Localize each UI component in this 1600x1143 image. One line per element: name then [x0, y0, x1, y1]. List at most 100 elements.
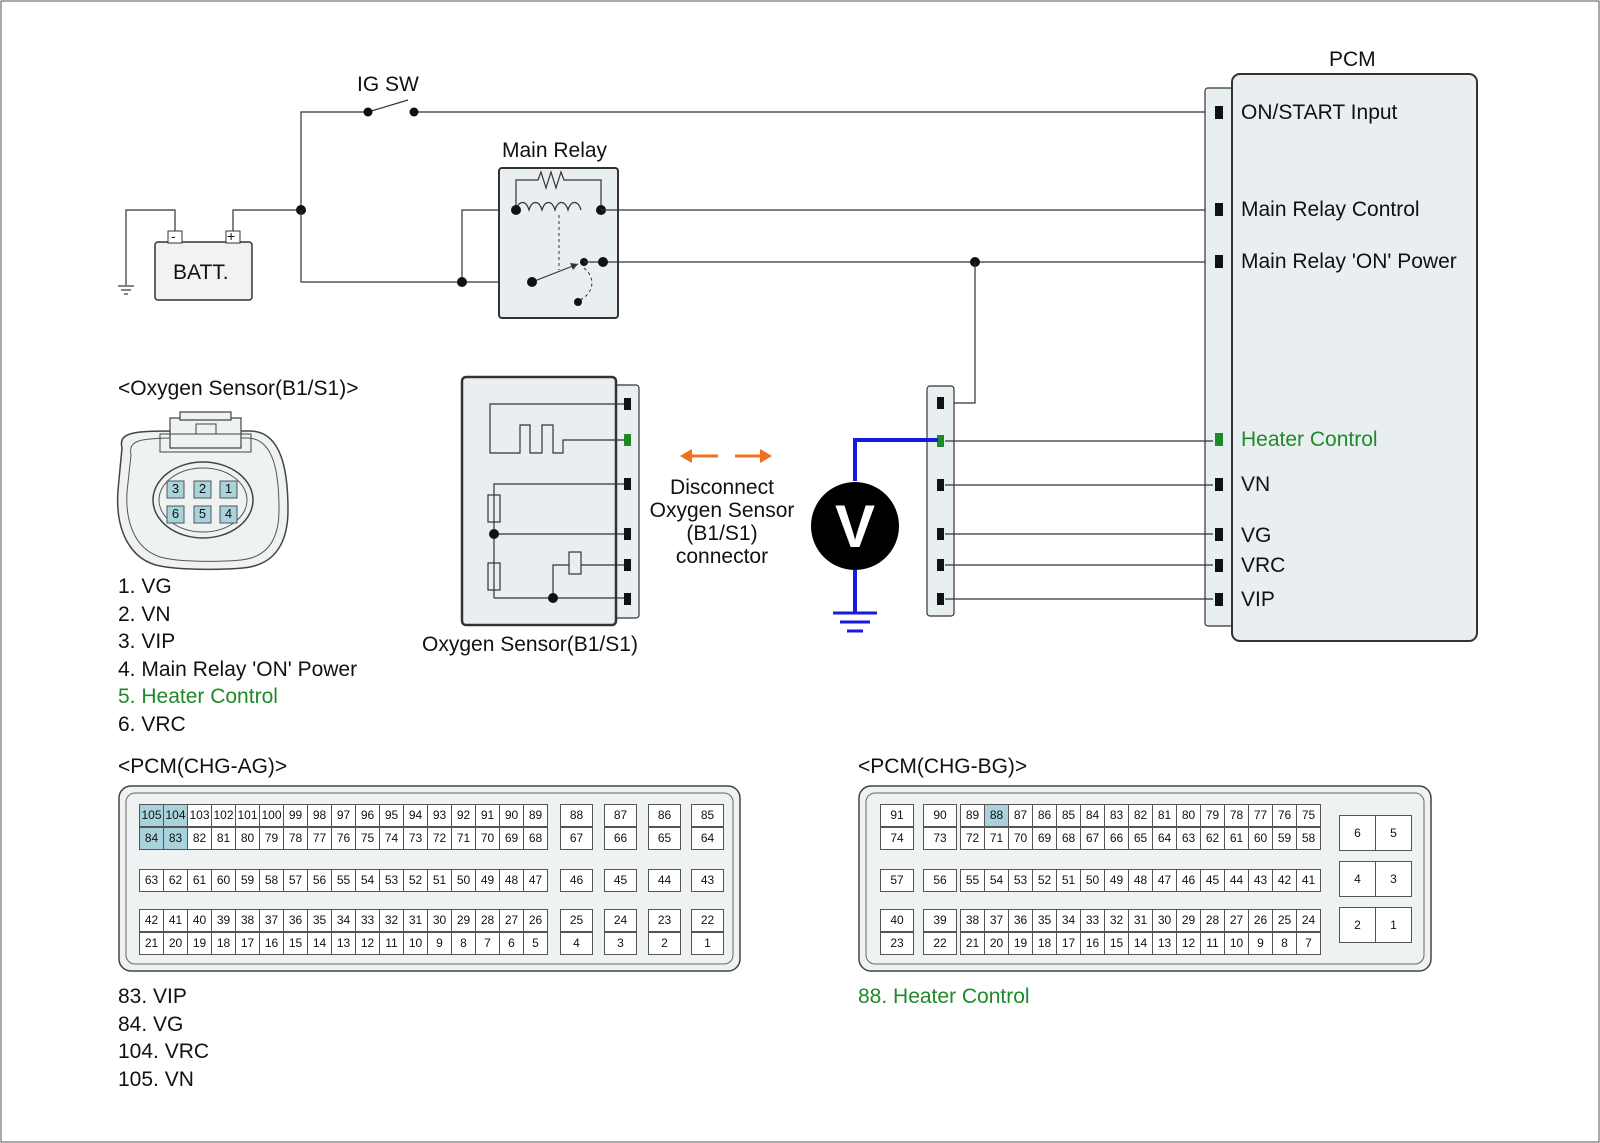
- pcm-ag-pin-29: 29: [451, 909, 476, 932]
- pcm-bg-pin-86: 86: [1032, 804, 1057, 827]
- pcm-ag-pin-list-item: 84. VG: [118, 1012, 184, 1036]
- pcm-pin-heater-control: Heater Control: [1241, 428, 1378, 451]
- pcm-ag-pin-23: 23: [648, 909, 681, 932]
- pcm-bg-pin-15: 15: [1104, 932, 1129, 955]
- pcm-bg-pin-89: 89: [960, 804, 985, 827]
- pcm-bg-pin-23: 23: [880, 932, 914, 955]
- pcm-bg-pin-79: 79: [1200, 804, 1225, 827]
- pcm-ag-pin-80: 80: [235, 827, 260, 850]
- pcm-bg-pin-53: 53: [1008, 869, 1033, 892]
- pcm-bg-pin-88: 88: [984, 804, 1009, 827]
- sensor-box-label: Oxygen Sensor(B1/S1): [422, 633, 638, 656]
- pcm-ag-pin-75: 75: [355, 827, 380, 850]
- pcm-ag-pin-8: 8: [451, 932, 476, 955]
- pcm-bg-pin-54: 54: [984, 869, 1009, 892]
- pcm-bg-pin-20: 20: [984, 932, 1009, 955]
- pcm-ag-pin-38: 38: [235, 909, 260, 932]
- pcm-ag-pin-57: 57: [283, 869, 308, 892]
- pcm-bg-pin-10: 10: [1224, 932, 1249, 955]
- pcm-bg-pin-60: 60: [1248, 827, 1273, 850]
- pcm-ag-pin-30: 30: [427, 909, 452, 932]
- pcm-bg-pin-69: 69: [1032, 827, 1057, 850]
- pcm-bg-pin-51: 51: [1056, 869, 1081, 892]
- pcm-bg-pin-19: 19: [1008, 932, 1033, 955]
- pcm-ag-pin-70: 70: [475, 827, 500, 850]
- pcm-ag-pin-17: 17: [235, 932, 260, 955]
- pcm-bg-pin-12: 12: [1176, 932, 1201, 955]
- pcm-bg-pin-18: 18: [1032, 932, 1057, 955]
- pcm-ag-pin-48: 48: [499, 869, 524, 892]
- pcm-bg-pin-35: 35: [1032, 909, 1057, 932]
- pcm-bg-pin-57: 57: [880, 869, 914, 892]
- pcm-bg-pin-44: 44: [1224, 869, 1249, 892]
- pcm-ag-pin-41: 41: [163, 909, 188, 932]
- pcm-bg-pin-84: 84: [1080, 804, 1105, 827]
- pcm-ag-pin-list-item: 104. VRC: [118, 1040, 210, 1063]
- pcm-ag-pin-64: 64: [691, 827, 724, 850]
- pcm-ag-pin-53: 53: [379, 869, 404, 892]
- pcm-ag-pin-44: 44: [648, 869, 681, 892]
- pcm-bg-pin-64: 64: [1152, 827, 1177, 850]
- disconnect-note-line-2: Oxygen Sensor: [649, 499, 795, 522]
- o2-connector-face: [116, 411, 289, 571]
- pcm-ag-pin-32: 32: [379, 909, 404, 932]
- pcm-ag-pin-91: 91: [475, 804, 500, 827]
- pcm-ag-pin-101: 101: [235, 804, 260, 827]
- pcm-bg-pin-56: 56: [923, 869, 957, 892]
- pcm-bg-pin-21: 21: [960, 932, 985, 955]
- pcm-ag-pin-3: 3: [604, 932, 637, 955]
- pcm-bg-pin-32: 32: [1104, 909, 1129, 932]
- voltmeter-symbol: V: [834, 493, 876, 560]
- pcm-ag-pin-66: 66: [604, 827, 637, 850]
- pcm-ag-pin-16: 16: [259, 932, 284, 955]
- pcm-ag-pin-33: 33: [355, 909, 380, 932]
- pcm-bg-pin-33: 33: [1080, 909, 1105, 932]
- pcm-ag-pin-list: 83. VIP 84. VG 104. VRC 105. VN: [118, 983, 209, 1093]
- pcm-ag-pin-73: 73: [403, 827, 428, 850]
- pcm-ag-pin-49: 49: [475, 869, 500, 892]
- pcm-ag-pin-67: 67: [560, 827, 593, 850]
- pcm-bg-pin-5: 5: [1375, 815, 1412, 851]
- pcm-ag-pin-60: 60: [211, 869, 236, 892]
- battery-minus-label: -: [171, 228, 176, 244]
- pcm-bg-pin-31: 31: [1128, 909, 1153, 932]
- pcm-ag-pin-10: 10: [403, 932, 428, 955]
- main-relay-label: Main Relay: [502, 139, 608, 162]
- o2-pin-list-item: 4. Main Relay 'ON' Power: [118, 657, 358, 681]
- pcm-ag-pin-78: 78: [283, 827, 308, 850]
- pcm-ag-pin-14: 14: [307, 932, 332, 955]
- pcm-ag-pin-35: 35: [307, 909, 332, 932]
- pcm-ag-title: <PCM(CHG-AG)>: [118, 755, 288, 778]
- ground-symbol-battery: [118, 209, 176, 295]
- pcm-ag-pin-83: 83: [163, 827, 188, 850]
- pcm-bg-pin-74: 74: [880, 827, 914, 850]
- pcm-bg-pin-47: 47: [1152, 869, 1177, 892]
- pcm-ag-pin-42: 42: [139, 909, 164, 932]
- pcm-ag-pin-89: 89: [523, 804, 548, 827]
- pcm-pin-main-relay-control: Main Relay Control: [1241, 198, 1420, 221]
- pcm-ag-pin-69: 69: [499, 827, 524, 850]
- pcm-bg-pin-48: 48: [1128, 869, 1153, 892]
- pcm-ag-pin-92: 92: [451, 804, 476, 827]
- o2-face-pin-4: 4: [224, 506, 233, 521]
- pcm-ag-pin-51: 51: [427, 869, 452, 892]
- pcm-bg-pin-80: 80: [1176, 804, 1201, 827]
- pcm-ag-pin-27: 27: [499, 909, 524, 932]
- pcm-bg-pin-77: 77: [1248, 804, 1273, 827]
- pcm-ag-pin-45: 45: [604, 869, 637, 892]
- pcm-bg-pin-67: 67: [1080, 827, 1105, 850]
- pcm-ag-pin-79: 79: [259, 827, 284, 850]
- pcm-pin-vip: VIP: [1241, 588, 1275, 611]
- pcm-bg-pin-82: 82: [1128, 804, 1153, 827]
- pcm-ag-pin-34: 34: [331, 909, 356, 932]
- pcm-ag-pin-6: 6: [499, 932, 524, 955]
- pcm-ag-pin-99: 99: [283, 804, 308, 827]
- pcm-bg-pin-29: 29: [1176, 909, 1201, 932]
- o2-connector-title: <Oxygen Sensor(B1/S1)>: [118, 377, 359, 400]
- pcm-ag-pin-76: 76: [331, 827, 356, 850]
- pcm-ag-pin-82: 82: [187, 827, 212, 850]
- pcm-pin-vrc: VRC: [1241, 554, 1286, 577]
- pcm-bg-pin-16: 16: [1080, 932, 1105, 955]
- pcm-bg-pin-list-item-heater-control: 88. Heater Control: [858, 985, 1030, 1008]
- ig-switch: [300, 99, 1213, 210]
